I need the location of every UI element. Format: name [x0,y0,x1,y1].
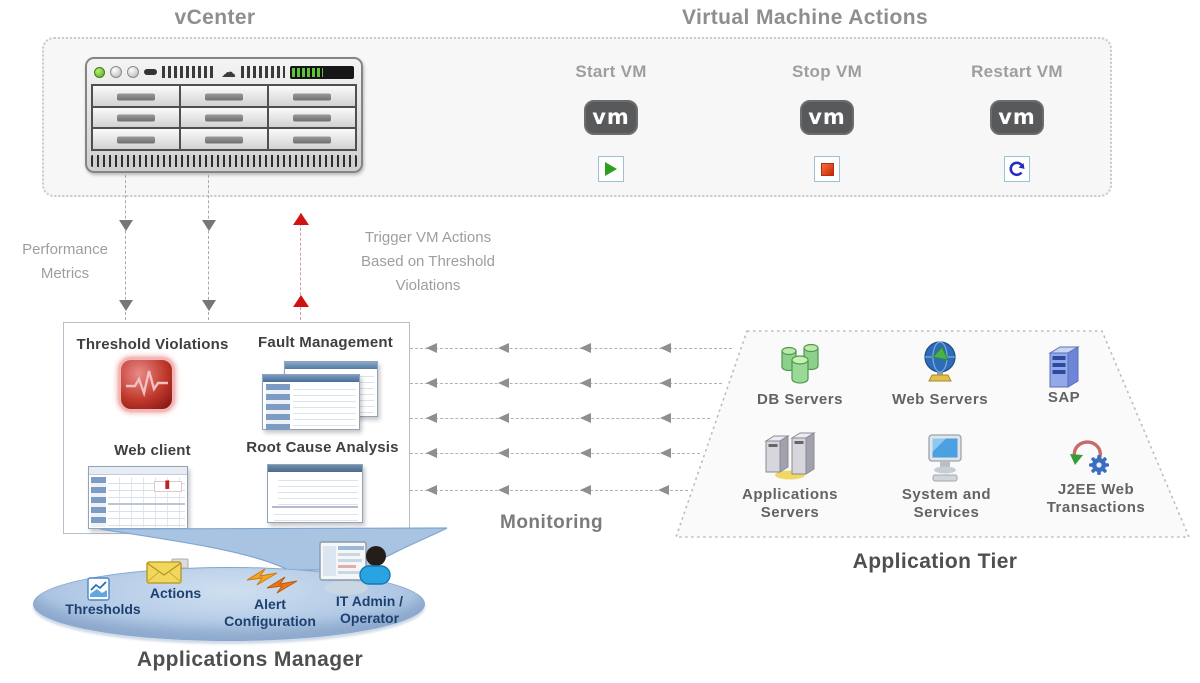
j2ee-web-transactions-label: J2EE Web Transactions [1046,481,1146,516]
sap-label: SAP [1047,389,1081,406]
applications-servers-label: Applications Servers [741,486,838,521]
monitoring-arrow-row [410,448,700,458]
web-client-screenshot: ▐▎ [88,466,188,529]
alert-configuration-label: Alert Configuration [224,596,316,629]
vcenter-title: vCenter [174,6,256,29]
fault-management-label: Fault Management [258,334,393,351]
performance-metrics-note: Performance Metrics [22,241,108,282]
system-services-icon [926,433,964,488]
monitoring-arrow-row [410,485,688,495]
web-servers-icon [920,341,960,394]
monitoring-arrow-row [410,378,722,388]
led-meter-icon [290,65,354,79]
root-cause-analysis-screenshot [267,464,363,523]
play-icon [598,156,624,182]
cloud-icon: ☁ [221,63,236,81]
drive-slot-icon [144,69,157,75]
actions-envelope-icon [146,556,190,591]
it-admin-operator-label: IT Admin / Operator [335,593,404,626]
system-services-label: System and Services [901,486,992,521]
vm-badge: vm [800,100,854,135]
performance-metrics-arrow-line [201,175,216,320]
it-admin-icon [312,540,398,607]
knob-icon [127,66,139,78]
power-led-icon [94,66,105,78]
application-tier-title: Application Tier [852,550,1018,573]
vent-bars-icon [162,66,216,78]
applications-manager-title: Applications Manager [136,648,364,671]
db-servers-icon [776,343,826,394]
web-client-logo: ▐▎ [154,481,182,492]
performance-metrics-arrow-line [118,175,133,320]
restart-icon [1004,156,1030,182]
actions-label: Actions [149,585,202,601]
threshold-violations-icon [118,357,175,412]
applications-servers-icon [762,431,818,486]
rack-vent-icon [91,155,357,167]
vm-actions-title: Virtual Machine Actions [681,6,929,29]
server-rack-icon: ☁ [85,57,363,173]
monitoring-arrow-row [410,343,732,353]
fault-management-screenshot [262,361,378,433]
vm-badge: vm [584,100,638,135]
alert-configuration-icon [245,566,301,601]
monitoring-arrow-row [410,413,710,423]
web-client-label: Web client [114,442,191,459]
server-drawer-grid [91,84,357,151]
root-cause-analysis-label: Root Cause Analysis [246,439,399,456]
restart-vm-label: Restart VM [971,62,1063,81]
web-servers-label: Web Servers [891,391,989,408]
j2ee-web-transactions-icon [1066,434,1116,485]
db-servers-label: DB Servers [757,391,843,408]
sap-icon [1046,345,1082,394]
vent-bars-icon [241,66,285,78]
start-vm-label: Start VM [575,62,647,81]
stop-vm-label: Stop VM [791,62,863,81]
vm-badge: vm [990,100,1044,135]
stop-icon [814,156,840,182]
thresholds-icon [86,577,114,608]
server-rack-front-panel: ☁ [91,62,357,82]
knob-icon [110,66,122,78]
trigger-vm-actions-arrow-line [292,213,309,320]
threshold-violations-label: Threshold Violations [76,336,229,353]
monitoring-label: Monitoring [500,512,604,533]
thresholds-label: Thresholds [65,601,141,617]
trigger-vm-actions-note: Trigger VM Actions Based on Threshold Vi… [361,229,495,294]
